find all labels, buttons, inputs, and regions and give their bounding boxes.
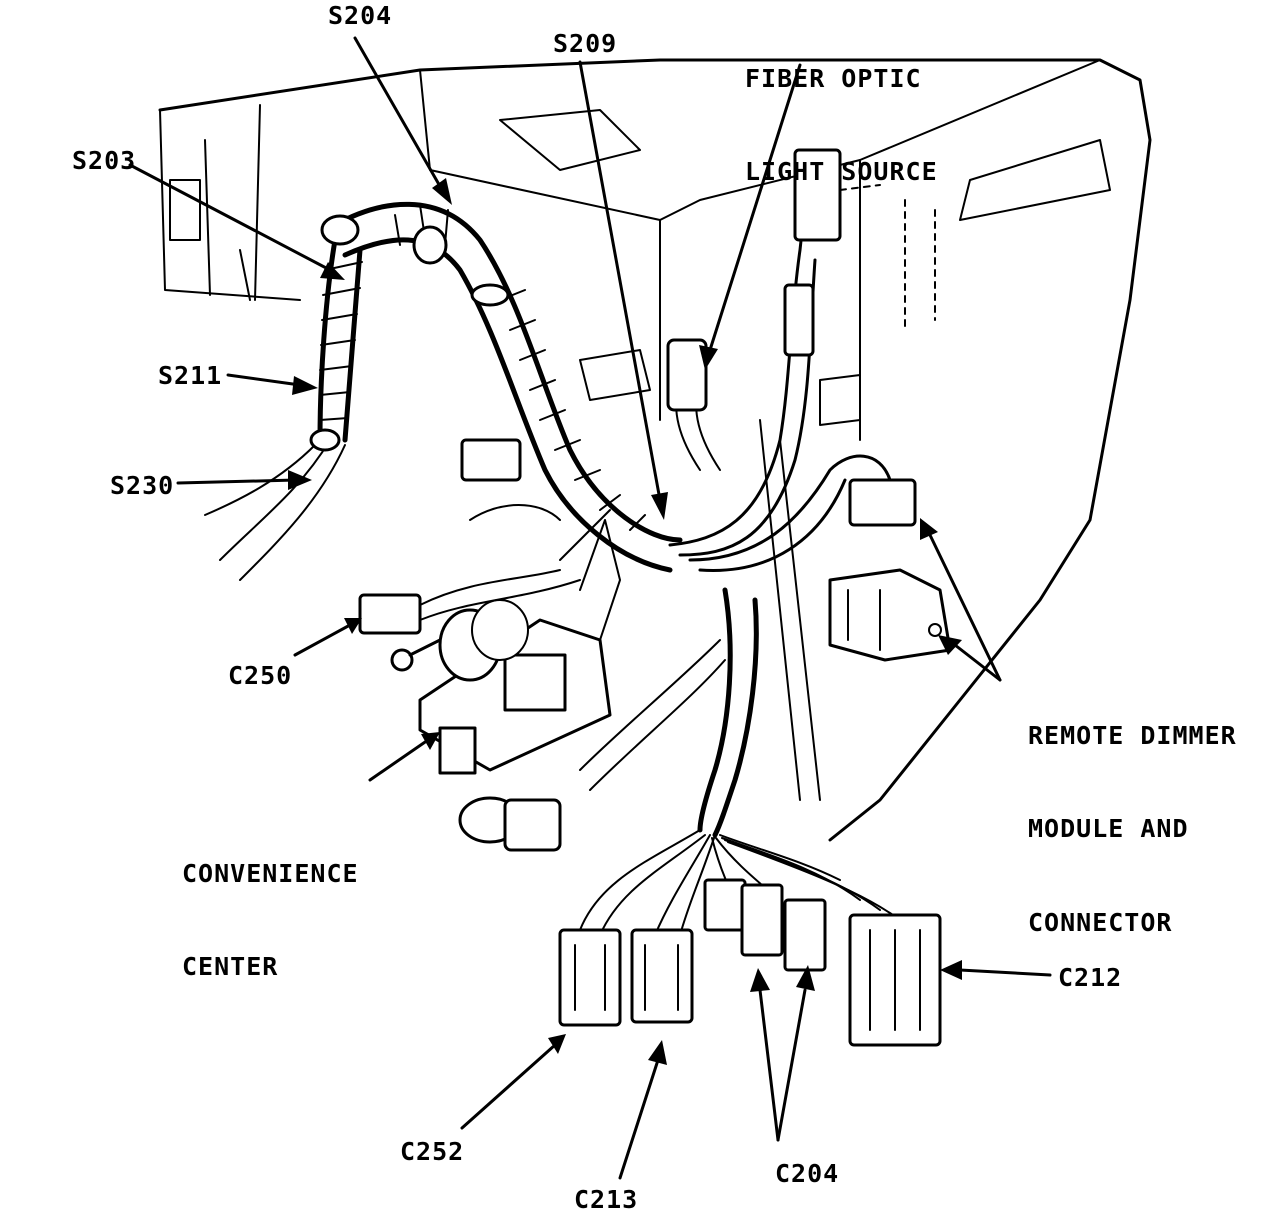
label-s209: S209 <box>553 29 618 58</box>
label-s203: S203 <box>72 146 137 175</box>
label-c250: C250 <box>228 661 293 690</box>
label-s230: S230 <box>110 471 175 500</box>
remote-dimmer-module <box>828 478 952 662</box>
lower-harness <box>458 587 901 936</box>
label-convenience-line-2: CENTER <box>182 952 279 982</box>
label-convenience-line-1: CONVENIENCE <box>182 858 359 888</box>
right-branch <box>666 148 936 572</box>
label-remote-dimmer-module-and-connector: REMOTE DIMMER MODULE AND CONNECTOR <box>1028 657 1237 1001</box>
main-harness-trunk <box>204 201 683 581</box>
label-convenience-center: CONVENIENCE CENTER <box>182 795 359 1045</box>
label-remote-dimmer-line-2: MODULE AND <box>1028 814 1189 844</box>
label-c213: C213 <box>574 1185 639 1214</box>
label-c252: C252 <box>400 1137 465 1166</box>
label-fiber-optic-line-2: LIGHT SOURCE <box>745 157 938 187</box>
leader-arrows <box>128 36 1052 1180</box>
label-fiber-optic-line-1: FIBER OPTIC <box>745 63 922 93</box>
label-s211: S211 <box>158 361 223 390</box>
dash-panel <box>158 58 1152 842</box>
label-s204: S204 <box>328 1 393 30</box>
label-remote-dimmer-line-3: CONNECTOR <box>1028 908 1173 937</box>
label-c204: C204 <box>775 1159 840 1188</box>
label-fiber-optic-light-source: FIBER OPTIC LIGHT SOURCE <box>745 0 938 250</box>
bottom-connectors <box>558 878 942 1047</box>
convenience-center <box>358 438 621 775</box>
label-remote-dimmer-line-1: REMOTE DIMMER <box>1028 720 1237 750</box>
label-c212: C212 <box>1058 963 1123 992</box>
